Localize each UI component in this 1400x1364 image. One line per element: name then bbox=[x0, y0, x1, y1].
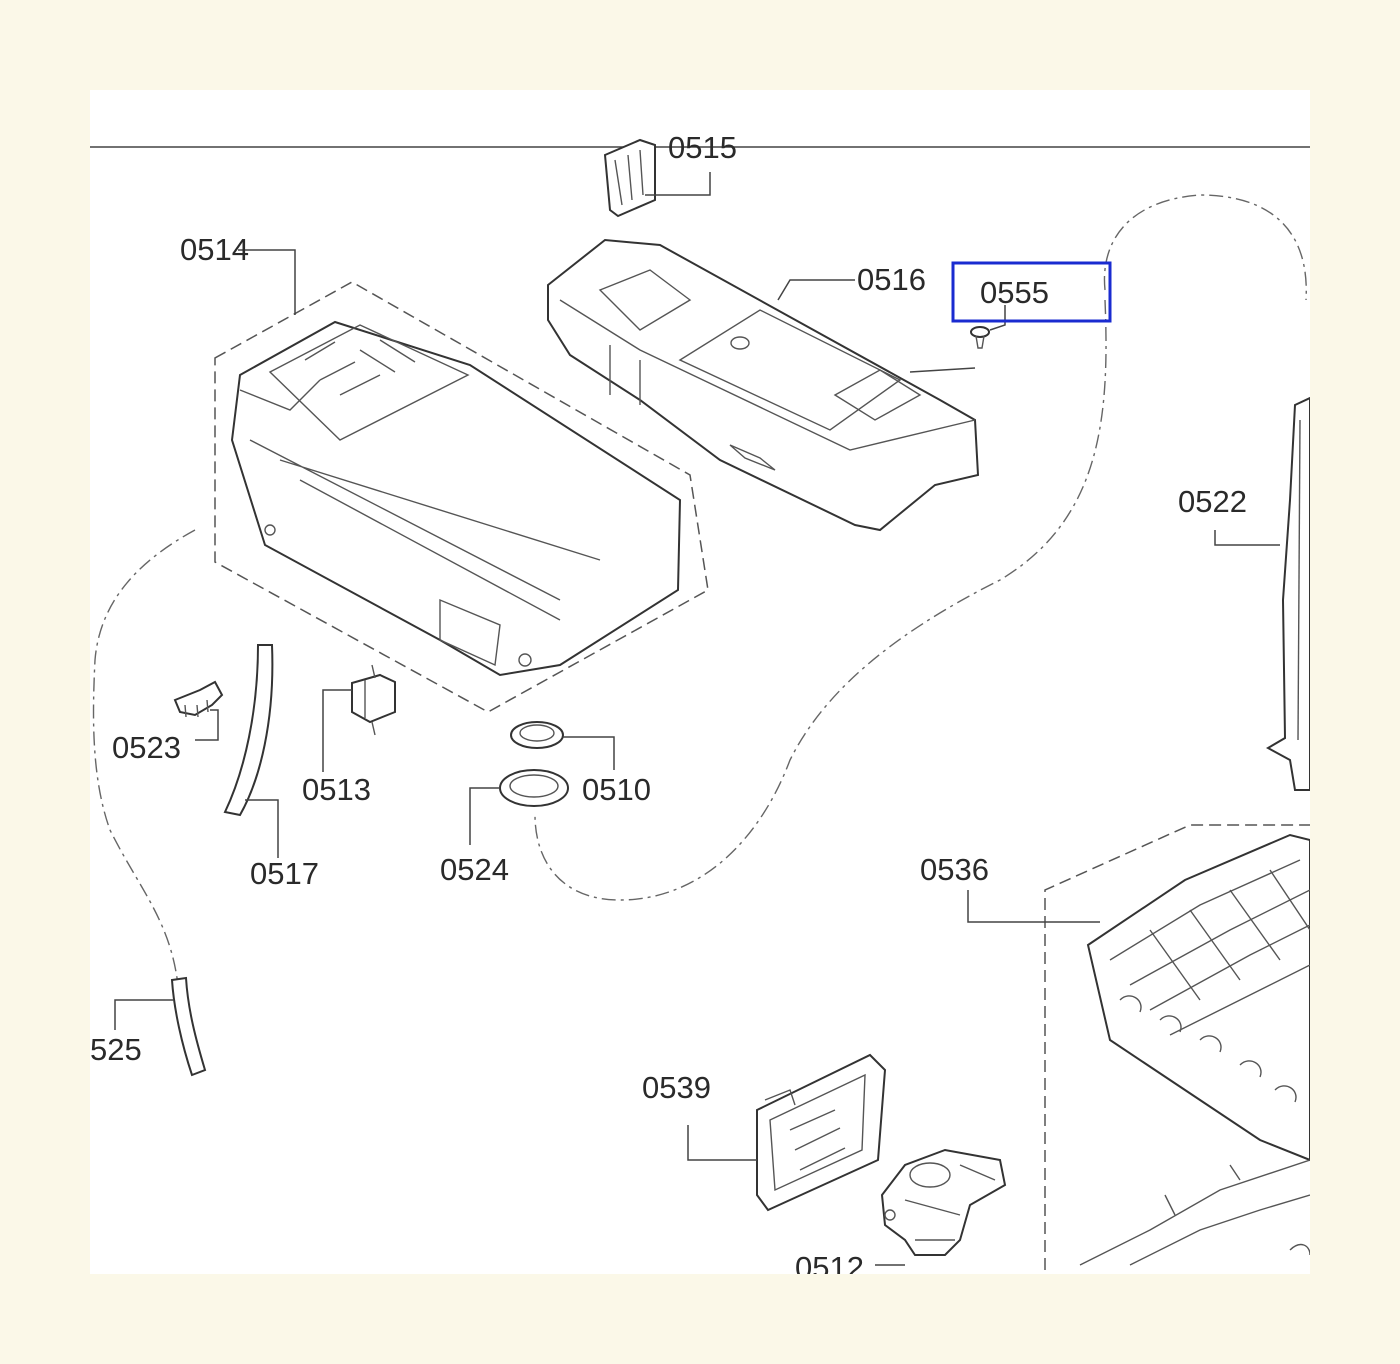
part-0536-sump bbox=[967, 833, 1310, 1266]
group-outline-0514 bbox=[214, 281, 709, 713]
group-outline-right-curve bbox=[534, 299, 1107, 901]
label-0524: 0524 bbox=[440, 852, 509, 887]
label-0513: 0513 bbox=[302, 772, 371, 807]
label-0517: 0517 bbox=[250, 856, 319, 891]
label-0523: 0523 bbox=[112, 730, 181, 765]
part-0555-screw bbox=[970, 305, 1006, 349]
part-0524-ring bbox=[469, 769, 569, 845]
group-outline-left-curve bbox=[92, 529, 196, 986]
part-0512-pump bbox=[875, 1148, 1007, 1266]
label-0522: 0522 bbox=[1178, 484, 1247, 519]
part-0514-dispenser-housing bbox=[230, 249, 682, 677]
label-0536: 0536 bbox=[920, 852, 989, 887]
part-0525-hose bbox=[114, 976, 207, 1077]
part-0522-hose bbox=[1214, 396, 1310, 791]
highlight-box-0555 bbox=[951, 261, 1112, 323]
part-0515-clip bbox=[603, 138, 711, 218]
part-0516-cover bbox=[547, 238, 980, 532]
label-0555: 0555 bbox=[980, 275, 1049, 310]
part-0523-clip bbox=[173, 680, 224, 741]
part-0517-hose bbox=[223, 644, 279, 858]
part-0539-bracket bbox=[687, 1053, 887, 1212]
label-0539: 0539 bbox=[642, 1070, 711, 1105]
label-0512: 0512 bbox=[795, 1250, 864, 1274]
group-outline-right-arc bbox=[1103, 194, 1307, 301]
part-0510-seal bbox=[510, 721, 615, 770]
part-0513-valve bbox=[322, 664, 396, 772]
group-outline-0536 bbox=[1044, 824, 1310, 1270]
exploded-view-drawing: 0515 0514 0516 0555 0522 bbox=[90, 130, 1310, 1274]
parts-diagram: 0515 0514 0516 0555 0522 bbox=[90, 90, 1310, 1274]
label-0514: 0514 bbox=[180, 232, 249, 267]
label-0510: 0510 bbox=[582, 772, 651, 807]
label-0515: 0515 bbox=[668, 130, 737, 165]
label-0516: 0516 bbox=[857, 262, 926, 297]
label-0525: 525 bbox=[90, 1032, 142, 1067]
